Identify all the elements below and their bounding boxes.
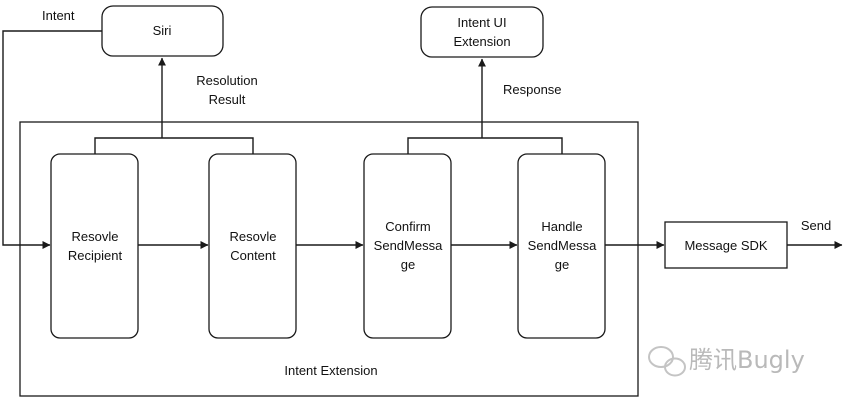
response-bracket xyxy=(407,137,563,154)
confirm-sendmessage-label-line3: ge xyxy=(401,257,415,272)
message-sdk-label: Message SDK xyxy=(684,238,767,253)
intent-extension-label: Intent Extension xyxy=(284,363,377,378)
handle-sendmessage-label-line2: SendMessa xyxy=(528,238,597,253)
wechat-icon xyxy=(648,346,686,377)
resolve-content-label-line2: Content xyxy=(230,248,276,263)
resolve-content-node xyxy=(208,153,297,339)
watermark-text: 腾讯Bugly xyxy=(689,346,805,374)
intent-ui-extension-node xyxy=(420,6,544,58)
response-edge-label: Response xyxy=(503,82,562,97)
confirm-sendmessage-label-line2: SendMessa xyxy=(374,238,443,253)
resolution-result-label-line1: Resolution xyxy=(196,73,257,88)
resolve-content-label-line1: Resovle xyxy=(230,229,277,244)
intent-arrow xyxy=(2,30,102,249)
resolution-bracket xyxy=(94,137,254,154)
send-edge-label: Send xyxy=(801,218,831,233)
message-sdk-node xyxy=(664,221,788,269)
siri-label: Siri xyxy=(153,23,172,38)
resolve-recipient-label-line2: Recipient xyxy=(68,248,123,263)
watermark: 腾讯Bugly xyxy=(648,346,805,377)
resolve-recipient-node xyxy=(50,153,139,339)
handle-sendmessage-label-line1: Handle xyxy=(541,219,582,234)
confirm-sendmessage-label-line1: Confirm xyxy=(385,219,431,234)
handle-sendmessage-label-line3: ge xyxy=(555,257,569,272)
resolution-result-label-line2: Result xyxy=(209,92,246,107)
intent-ui-extension-label-line1: Intent UI xyxy=(457,15,506,30)
intent-extension-container xyxy=(19,121,639,397)
intent-ui-extension-label-line2: Extension xyxy=(453,34,510,49)
resolve-recipient-label-line1: Resovle xyxy=(72,229,119,244)
intent-edge-label: Intent xyxy=(42,8,75,23)
